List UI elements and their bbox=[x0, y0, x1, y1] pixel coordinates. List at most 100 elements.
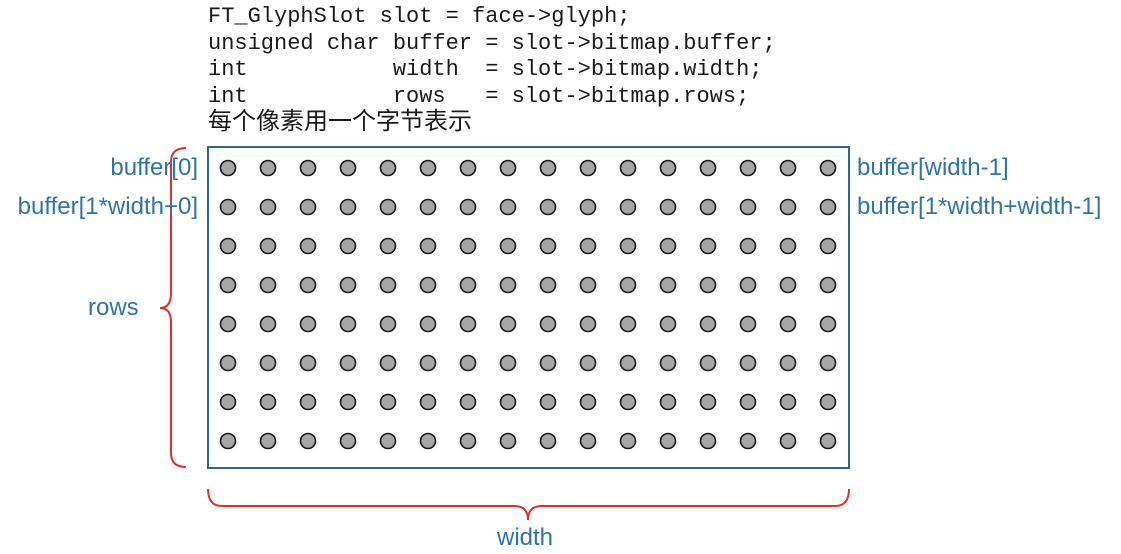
pixel-dot bbox=[379, 393, 397, 411]
pixel-dot bbox=[219, 159, 237, 177]
pixel-dot bbox=[299, 159, 317, 177]
pixel-dot bbox=[619, 315, 637, 333]
pixel-dot bbox=[819, 315, 837, 333]
pixel-dot bbox=[779, 159, 797, 177]
pixel-dot bbox=[539, 198, 557, 216]
pixel-dot bbox=[779, 354, 797, 372]
pixel-dot bbox=[339, 315, 357, 333]
pixel-dot bbox=[499, 237, 517, 255]
code-line: int rows = slot->bitmap.rows; bbox=[208, 83, 750, 109]
pixel-dot bbox=[299, 237, 317, 255]
pixel-dot bbox=[539, 276, 557, 294]
pixel-dot bbox=[539, 237, 557, 255]
pixel-dot bbox=[459, 393, 477, 411]
pixel-dot bbox=[539, 315, 557, 333]
pixel-dot bbox=[659, 432, 677, 450]
pixel-dot bbox=[499, 315, 517, 333]
pixel-dot bbox=[499, 354, 517, 372]
rows-brace bbox=[159, 147, 187, 468]
pixel-dot bbox=[299, 432, 317, 450]
pixel-dot bbox=[459, 276, 477, 294]
pixel-dot bbox=[219, 393, 237, 411]
pixel-dot bbox=[339, 276, 357, 294]
pixel-dot bbox=[579, 276, 597, 294]
pixel-dot bbox=[619, 393, 637, 411]
pixel-dot bbox=[699, 432, 717, 450]
label-buffer-row1-end: buffer[1*width+width-1] bbox=[857, 193, 1102, 220]
pixel-dot bbox=[819, 354, 837, 372]
pixel-dot bbox=[219, 198, 237, 216]
pixel-dot bbox=[419, 315, 437, 333]
pixel-dot bbox=[539, 432, 557, 450]
pixel-dot bbox=[379, 276, 397, 294]
pixel-dot bbox=[619, 198, 637, 216]
pixel-dot bbox=[299, 315, 317, 333]
pixel-dot bbox=[339, 237, 357, 255]
code-block: FT_GlyphSlot slot = face->glyph;unsigned… bbox=[208, 4, 776, 110]
pixel-dot bbox=[339, 159, 357, 177]
pixel-dot bbox=[459, 198, 477, 216]
bitmap-frame bbox=[207, 146, 850, 469]
pixel-dot bbox=[579, 354, 597, 372]
pixel-dot bbox=[379, 315, 397, 333]
pixel-dot bbox=[419, 432, 437, 450]
pixel-dot bbox=[819, 237, 837, 255]
pixel-dot bbox=[699, 276, 717, 294]
label-buffer-row0-end: buffer[width-1] bbox=[857, 154, 1009, 181]
pixel-dot bbox=[699, 315, 717, 333]
pixel-dot bbox=[419, 237, 437, 255]
pixel-dot bbox=[259, 237, 277, 255]
pixel-dot bbox=[539, 393, 557, 411]
pixel-dot bbox=[419, 159, 437, 177]
pixel-dot bbox=[419, 354, 437, 372]
pixel-dot bbox=[659, 237, 677, 255]
pixel-dot bbox=[579, 198, 597, 216]
pixel-dot bbox=[259, 354, 277, 372]
pixel-dot bbox=[699, 237, 717, 255]
pixel-dot bbox=[699, 393, 717, 411]
pixel-dot bbox=[579, 432, 597, 450]
pixel-dot bbox=[219, 354, 237, 372]
pixel-dot bbox=[339, 393, 357, 411]
pixel-dot bbox=[659, 198, 677, 216]
pixel-dot bbox=[539, 159, 557, 177]
pixel-dot bbox=[499, 432, 517, 450]
pixel-dot bbox=[739, 276, 757, 294]
pixel-dot bbox=[299, 198, 317, 216]
pixel-dot bbox=[699, 354, 717, 372]
pixel-dot bbox=[499, 393, 517, 411]
pixel-dot bbox=[379, 237, 397, 255]
label-buffer-0: buffer[0] bbox=[110, 154, 198, 181]
pixel-grid bbox=[219, 159, 837, 450]
pixel-dot bbox=[619, 354, 637, 372]
pixel-dot bbox=[819, 276, 837, 294]
pixel-dot bbox=[619, 237, 637, 255]
pixel-dot bbox=[739, 432, 757, 450]
pixel-dot bbox=[659, 276, 677, 294]
pixel-dot bbox=[259, 432, 277, 450]
pixel-dot bbox=[339, 432, 357, 450]
pixel-dot bbox=[539, 354, 557, 372]
width-brace bbox=[207, 488, 850, 521]
pixel-dot bbox=[459, 354, 477, 372]
pixel-dot bbox=[259, 198, 277, 216]
pixel-dot bbox=[459, 159, 477, 177]
pixel-dot bbox=[819, 198, 837, 216]
pixel-dot bbox=[499, 198, 517, 216]
pixel-dot bbox=[299, 393, 317, 411]
pixel-dot bbox=[659, 159, 677, 177]
pixel-dot bbox=[739, 315, 757, 333]
pixel-dot bbox=[219, 276, 237, 294]
pixel-dot bbox=[779, 276, 797, 294]
pixel-dot bbox=[619, 432, 637, 450]
pixel-dot bbox=[259, 276, 277, 294]
code-line: unsigned char buffer = slot->bitmap.buff… bbox=[208, 30, 776, 56]
pixel-dot bbox=[699, 198, 717, 216]
pixel-dot bbox=[499, 159, 517, 177]
pixel-dot bbox=[499, 276, 517, 294]
pixel-dot bbox=[259, 393, 277, 411]
pixel-dot bbox=[779, 315, 797, 333]
pixel-dot bbox=[299, 354, 317, 372]
label-width: width bbox=[497, 524, 554, 551]
